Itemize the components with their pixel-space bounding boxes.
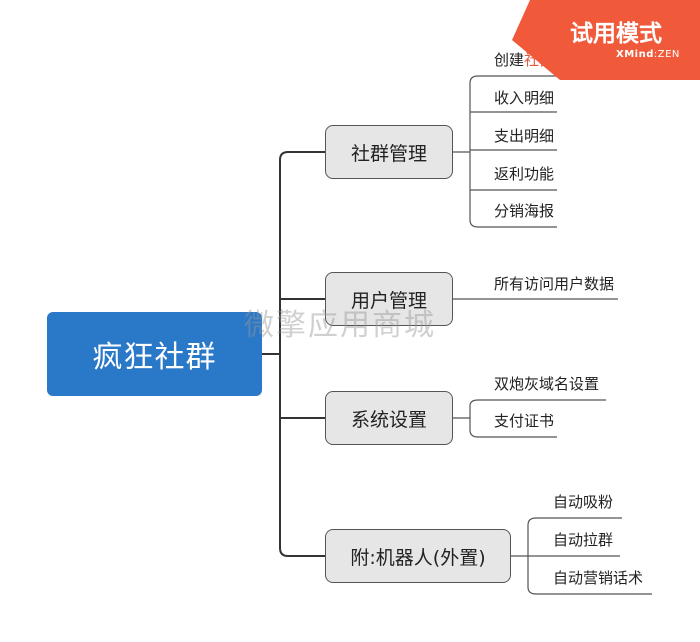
branch-label: 用户管理 bbox=[350, 289, 427, 312]
leaf-label: 支付证书 bbox=[494, 412, 555, 430]
leaf-label: 返利功能 bbox=[494, 165, 555, 183]
leaf-all-visitor-data[interactable]: 所有访问用户数据 bbox=[494, 274, 614, 294]
leaf-label: 双炮灰域名设置 bbox=[494, 375, 600, 393]
branch-label: 附:机器人(外置) bbox=[350, 546, 486, 569]
leaf-label: 创建 bbox=[494, 51, 525, 69]
watermark-text: 微擎应用商城 bbox=[244, 308, 436, 343]
leaf-label: 自动吸粉 bbox=[553, 493, 614, 511]
brand-suffix: ZEN bbox=[657, 49, 680, 60]
trial-badge bbox=[512, 0, 700, 80]
leaf-label: 分销海报 bbox=[494, 202, 555, 220]
branch-robot-external[interactable]: 附:机器人(外置) bbox=[325, 529, 511, 583]
root-node[interactable]: 疯狂社群 bbox=[47, 312, 262, 396]
leaf-domain-settings[interactable]: 双炮灰域名设置 bbox=[494, 374, 599, 394]
leaf-income-details[interactable]: 收入明细 bbox=[494, 88, 554, 108]
leaf-payment-certificate[interactable]: 支付证书 bbox=[494, 411, 554, 431]
brand-name: XMind bbox=[616, 49, 654, 60]
leaf-label: 收入明细 bbox=[494, 89, 555, 107]
root-label: 疯狂社群 bbox=[92, 340, 217, 375]
leaf-label: 自动拉群 bbox=[553, 531, 614, 549]
branch-label: 系统设置 bbox=[350, 408, 427, 431]
branch-community-management[interactable]: 社群管理 bbox=[325, 125, 453, 179]
trial-mode-label: 试用模式 bbox=[570, 21, 662, 47]
xmind-brand: XMind:ZEN bbox=[616, 49, 680, 60]
branch-label: 社群管理 bbox=[350, 142, 427, 165]
leaf-auto-pull-group[interactable]: 自动拉群 bbox=[553, 530, 613, 550]
leaf-distribution-poster[interactable]: 分销海报 bbox=[494, 201, 554, 221]
leaf-auto-marketing-script[interactable]: 自动营销话术 bbox=[553, 568, 643, 588]
leaf-label: 所有访问用户数据 bbox=[494, 275, 615, 293]
branch-user-management[interactable]: 用户管理 bbox=[325, 272, 453, 326]
leaf-label: 自动营销话术 bbox=[553, 569, 644, 587]
leaf-expense-details[interactable]: 支出明细 bbox=[494, 126, 554, 146]
leaf-label: 支出明细 bbox=[494, 127, 555, 145]
branch-system-settings[interactable]: 系统设置 bbox=[325, 391, 453, 445]
leaf-rebate-function[interactable]: 返利功能 bbox=[494, 164, 554, 184]
leaf-auto-attract-fans[interactable]: 自动吸粉 bbox=[553, 492, 613, 512]
